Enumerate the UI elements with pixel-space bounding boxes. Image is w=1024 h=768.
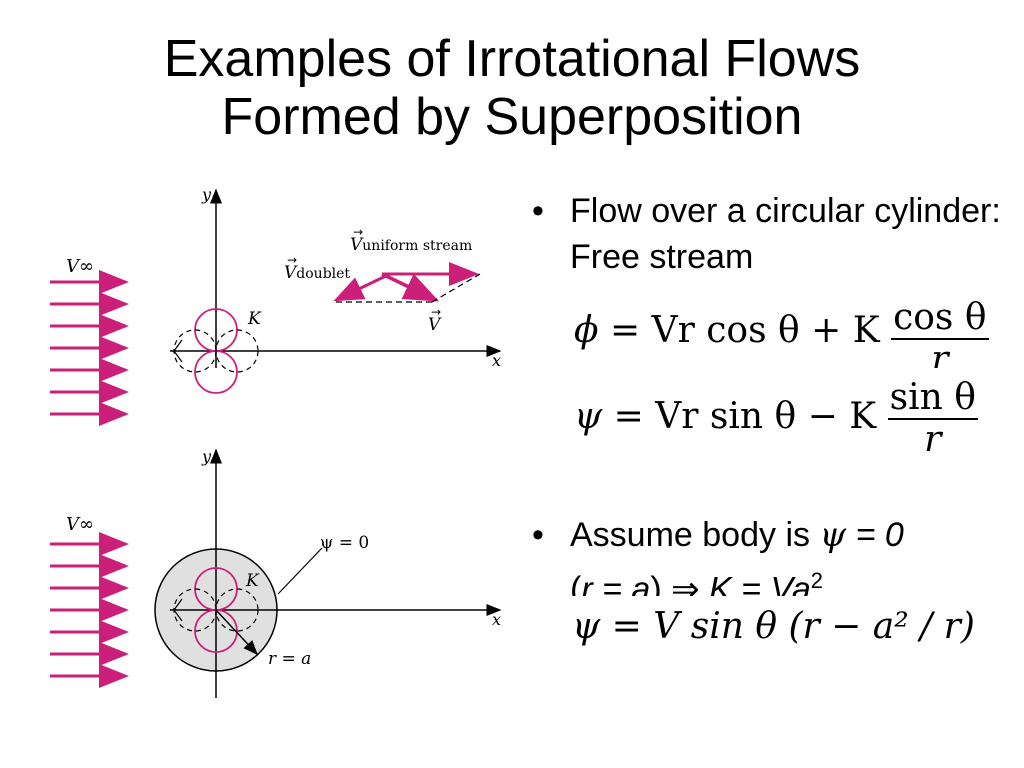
psi0-label: ψ = 0: [320, 533, 369, 553]
psi-terms: = Vr sin θ − K: [602, 396, 877, 437]
v-result-label: V: [428, 315, 442, 335]
psi-body-equation: ψ = V sin θ (r − a² / r): [572, 606, 975, 647]
bullet-flow-over-cylinder: • Flow over a circular cylinder: Free st…: [532, 188, 1002, 284]
v-result-arrow-accent: →: [431, 305, 441, 319]
v-doublet-label: Vdoublet: [284, 263, 350, 283]
y-axis-label-bottom: y: [201, 447, 212, 466]
phi-numerator: cos θ: [891, 298, 989, 340]
phi-equation: ϕ = Vr cos θ + K cos θ r: [574, 298, 989, 368]
bullet-dot-2: •: [532, 516, 544, 554]
bullet-list: • Flow over a circular cylinder: Free st…: [532, 188, 1002, 284]
psi0-leader: [277, 547, 323, 595]
top-diagram: V∞ y x K Vuniform stream Vdoublet V → → …: [50, 185, 502, 426]
bullet-2-implies: ) ⇒: [650, 570, 710, 596]
k-label-bottom: K: [245, 571, 260, 591]
bullet-2-text: Assume body is: [570, 516, 820, 554]
bullet-2-open: (: [570, 570, 582, 596]
psi-numerator: sin θ: [887, 377, 978, 420]
phi-symbol: ϕ: [574, 310, 599, 351]
bullet-2-k: K = Va: [709, 570, 811, 596]
radius-arrow: [215, 609, 259, 656]
v-doublet-arrow-accent: →: [287, 253, 297, 267]
x-axis-label-bottom: x: [492, 610, 501, 629]
bullet-2-eq: =: [592, 570, 632, 596]
psi-symbol: ψ: [574, 396, 603, 437]
free-stream-arrows-bottom: [50, 532, 129, 688]
flow-diagram: V∞ y x K Vuniform stream Vdoublet V → → …: [50, 185, 502, 698]
bullet-2-a: a: [631, 570, 651, 596]
bullet-2-r: r: [581, 570, 593, 596]
bullet-assume-body: • Assume body is ψ = 0 (r = a) ⇒ K = Va2: [532, 512, 1002, 596]
title-line-1: Examples of Irrotational Flows: [163, 30, 861, 88]
bullet-2-psi: ψ: [819, 515, 847, 555]
y-axis-label-top: y: [201, 185, 212, 204]
phi-denominator: r: [931, 339, 949, 369]
psi-equation: ψ = Vr sin θ − K sin θ r: [574, 378, 978, 460]
slide-title: Examples of Irrotational Flows Formed by…: [0, 30, 1024, 146]
bullet-1-text: Flow over a circular cylinder: Free stre…: [570, 192, 1001, 276]
psi-fraction: sin θ r: [887, 377, 978, 460]
bullet-2-sup: 2: [810, 568, 824, 593]
r-eq-a-label: r = a: [268, 649, 311, 669]
free-stream-arrows-top: [50, 270, 129, 426]
v-inf-label-bottom: V∞: [66, 514, 94, 535]
psi-denominator: r: [924, 419, 942, 460]
bullet-2-eq0: = 0: [846, 516, 904, 554]
x-axis-label-top: x: [492, 351, 501, 370]
v-uniform-label: Vuniform stream: [350, 235, 472, 255]
v-inf-label-top: V∞: [66, 256, 94, 277]
bullet-dot: •: [532, 192, 544, 230]
phi-terms: = Vr cos θ + K: [598, 310, 880, 351]
phi-fraction: cos θ r: [891, 298, 989, 369]
title-line-2: Formed by Superposition: [221, 88, 803, 146]
k-label-top: K: [247, 309, 262, 329]
v-uniform-arrow-accent: →: [353, 225, 363, 239]
bottom-diagram: V∞ y x K ψ = 0 r = a: [50, 447, 502, 698]
doublet-streamlines-top: [173, 308, 259, 394]
vector-diagram: [333, 262, 481, 303]
